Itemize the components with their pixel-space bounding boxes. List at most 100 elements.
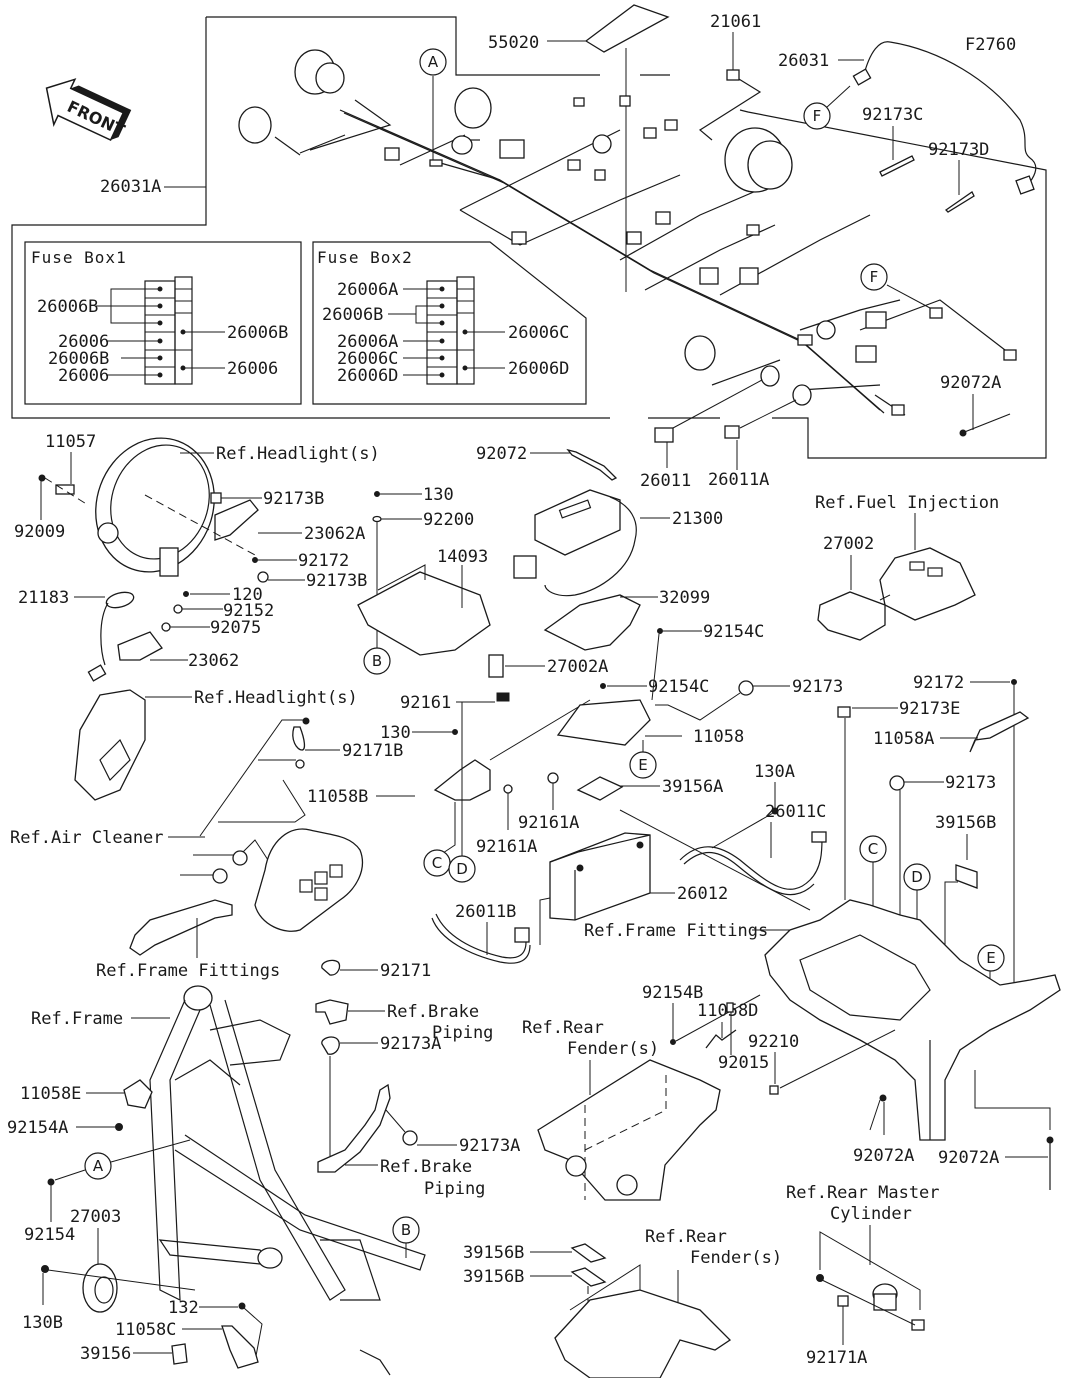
ref-headlight-2[interactable]: Ref.Headlight(s) <box>194 688 358 708</box>
part-label-21183[interactable]: 21183 <box>18 588 69 608</box>
callout-E-ecu[interactable] <box>629 751 657 779</box>
part-label-23062A[interactable]: 23062A <box>304 524 365 544</box>
part-label-92210[interactable]: 92210 <box>748 1032 799 1052</box>
part-label-26011B[interactable]: 26011B <box>455 902 516 922</box>
fuse-box-1-left-label-3[interactable]: 26006B <box>48 349 109 369</box>
part-label-92173B-2[interactable]: 92173B <box>306 571 367 591</box>
part-label-92173C[interactable]: 92173C <box>862 105 923 125</box>
ref-rear-fender-1-line2[interactable]: Fender(s) <box>567 1039 659 1059</box>
fuse-box-2-right-label-1[interactable]: 26006C <box>508 323 569 343</box>
ref-rear-fender-1-line1[interactable]: Ref.Rear <box>522 1018 604 1038</box>
ref-frame-fittings-2[interactable]: Ref.Frame Fittings <box>584 921 768 941</box>
part-label-11058B[interactable]: 11058B <box>307 787 368 807</box>
ref-air-cleaner[interactable]: Ref.Air Cleaner <box>10 828 164 848</box>
part-label-92072A-2[interactable]: 92072A <box>938 1148 999 1168</box>
part-label-92200[interactable]: 92200 <box>423 510 474 530</box>
ref-rear-fender-2-line1[interactable]: Ref.Rear <box>645 1227 727 1247</box>
fuse-box-2-left-label-2[interactable]: 26006B <box>322 305 383 325</box>
ref-frame[interactable]: Ref.Frame <box>31 1009 123 1029</box>
part-label-21300[interactable]: 21300 <box>672 509 723 529</box>
ref-frame-fittings-1[interactable]: Ref.Frame Fittings <box>96 961 280 981</box>
part-label-92152[interactable]: 92152 <box>223 601 274 621</box>
part-label-92173-2[interactable]: 92173 <box>945 773 996 793</box>
ref-brake-piping-1-line2[interactable]: Piping <box>432 1023 493 1043</box>
part-label-130A[interactable]: 130A <box>754 762 795 782</box>
part-label-26011C[interactable]: 26011C <box>765 802 826 822</box>
part-label-39156B-1[interactable]: 39156B <box>935 813 996 833</box>
part-label-23062[interactable]: 23062 <box>188 651 239 671</box>
part-label-92173-1[interactable]: 92173 <box>792 677 843 697</box>
part-label-92173D[interactable]: 92173D <box>928 140 989 160</box>
fuse-box-1-left-label-1[interactable]: 26006B <box>37 297 98 317</box>
fuse-box-1-right-label-1[interactable]: 26006B <box>227 323 288 343</box>
callout-A-frame[interactable] <box>84 1152 112 1180</box>
fuse-box-2-left-label-4[interactable]: 26006C <box>337 349 398 369</box>
part-label-92154[interactable]: 92154 <box>24 1225 75 1245</box>
part-label-92154A[interactable]: 92154A <box>7 1118 68 1138</box>
part-label-130B[interactable]: 130B <box>22 1313 63 1333</box>
part-label-39156B-3[interactable]: 39156B <box>463 1267 524 1287</box>
callout-C-tray[interactable] <box>859 835 887 863</box>
part-label-120[interactable]: 120 <box>232 585 263 605</box>
part-label-27003[interactable]: 27003 <box>70 1207 121 1227</box>
fuse-box-2-left-label-1[interactable]: 26006A <box>337 280 398 300</box>
ref-rear-master-line2[interactable]: Cylinder <box>830 1204 912 1224</box>
fuse-box-2-right-label-2[interactable]: 26006D <box>508 359 569 379</box>
part-label-27002[interactable]: 27002 <box>823 534 874 554</box>
part-label-39156B-2[interactable]: 39156B <box>463 1243 524 1263</box>
callout-D-ecu[interactable] <box>448 855 476 883</box>
part-label-21061[interactable]: 21061 <box>710 12 761 32</box>
part-label-92154C-2[interactable]: 92154C <box>648 677 709 697</box>
part-label-92172-2[interactable]: 92172 <box>913 673 964 693</box>
part-label-92161[interactable]: 92161 <box>400 693 451 713</box>
part-label-32099[interactable]: 32099 <box>659 588 710 608</box>
callout-F-top[interactable] <box>803 102 831 130</box>
part-label-92172-1[interactable]: 92172 <box>298 551 349 571</box>
callout-E-tray[interactable] <box>977 944 1005 972</box>
part-label-11058A[interactable]: 11058A <box>873 729 934 749</box>
part-label-11058[interactable]: 11058 <box>693 727 744 747</box>
part-label-92154B[interactable]: 92154B <box>642 983 703 1003</box>
part-label-92072[interactable]: 92072 <box>476 444 527 464</box>
part-label-92154C-1[interactable]: 92154C <box>703 622 764 642</box>
ref-fuel-injection[interactable]: Ref.Fuel Injection <box>815 493 999 513</box>
fuse-box-2-left-label-3[interactable]: 26006A <box>337 332 398 352</box>
ref-brake-piping-1-line1[interactable]: Ref.Brake <box>387 1002 479 1022</box>
part-label-26011[interactable]: 26011 <box>640 471 691 491</box>
fuse-box-1-right-label-2[interactable]: 26006 <box>227 359 278 379</box>
part-label-92015[interactable]: 92015 <box>718 1053 769 1073</box>
part-label-39156[interactable]: 39156 <box>80 1344 131 1364</box>
part-label-92161A-1[interactable]: 92161A <box>476 837 537 857</box>
part-label-92009[interactable]: 92009 <box>14 522 65 542</box>
part-label-11058E[interactable]: 11058E <box>20 1084 81 1104</box>
part-label-92171[interactable]: 92171 <box>380 961 431 981</box>
part-label-92075[interactable]: 92075 <box>210 618 261 638</box>
part-label-26031[interactable]: 26031 <box>778 51 829 71</box>
part-label-55020[interactable]: 55020 <box>488 33 539 53</box>
part-label-92173A-2[interactable]: 92173A <box>459 1136 520 1156</box>
part-label-92171A[interactable]: 92171A <box>806 1348 867 1368</box>
part-label-27002A[interactable]: 27002A <box>547 657 608 677</box>
part-label-92173B-1[interactable]: 92173B <box>263 489 324 509</box>
part-label-11057[interactable]: 11057 <box>45 432 96 452</box>
part-label-130-2[interactable]: 130 <box>380 723 411 743</box>
ref-rear-fender-2-line2[interactable]: Fender(s) <box>690 1248 782 1268</box>
part-label-92173E[interactable]: 92173E <box>899 699 960 719</box>
fuse-box-1-left-label-2[interactable]: 26006 <box>58 332 109 352</box>
part-label-11058C[interactable]: 11058C <box>115 1320 176 1340</box>
part-label-92171B[interactable]: 92171B <box>342 741 403 761</box>
ref-brake-piping-2-line2[interactable]: Piping <box>424 1179 485 1199</box>
fuse-box-2-left-label-5[interactable]: 26006D <box>337 366 398 386</box>
part-label-132[interactable]: 132 <box>168 1298 199 1318</box>
ref-rear-master-line1[interactable]: Ref.Rear Master <box>786 1183 940 1203</box>
callout-F-right[interactable] <box>860 263 888 291</box>
part-label-39156A[interactable]: 39156A <box>662 777 723 797</box>
part-label-14093[interactable]: 14093 <box>437 547 488 567</box>
fuse-box-1-left-label-4[interactable]: 26006 <box>58 366 109 386</box>
part-label-92173A-1[interactable]: 92173A <box>380 1034 441 1054</box>
callout-A-top[interactable] <box>419 48 447 76</box>
ref-headlight-1[interactable]: Ref.Headlight(s) <box>216 444 380 464</box>
part-label-26012[interactable]: 26012 <box>677 884 728 904</box>
part-label-92072A-top[interactable]: 92072A <box>940 373 1001 393</box>
part-label-26011A[interactable]: 26011A <box>708 470 769 490</box>
